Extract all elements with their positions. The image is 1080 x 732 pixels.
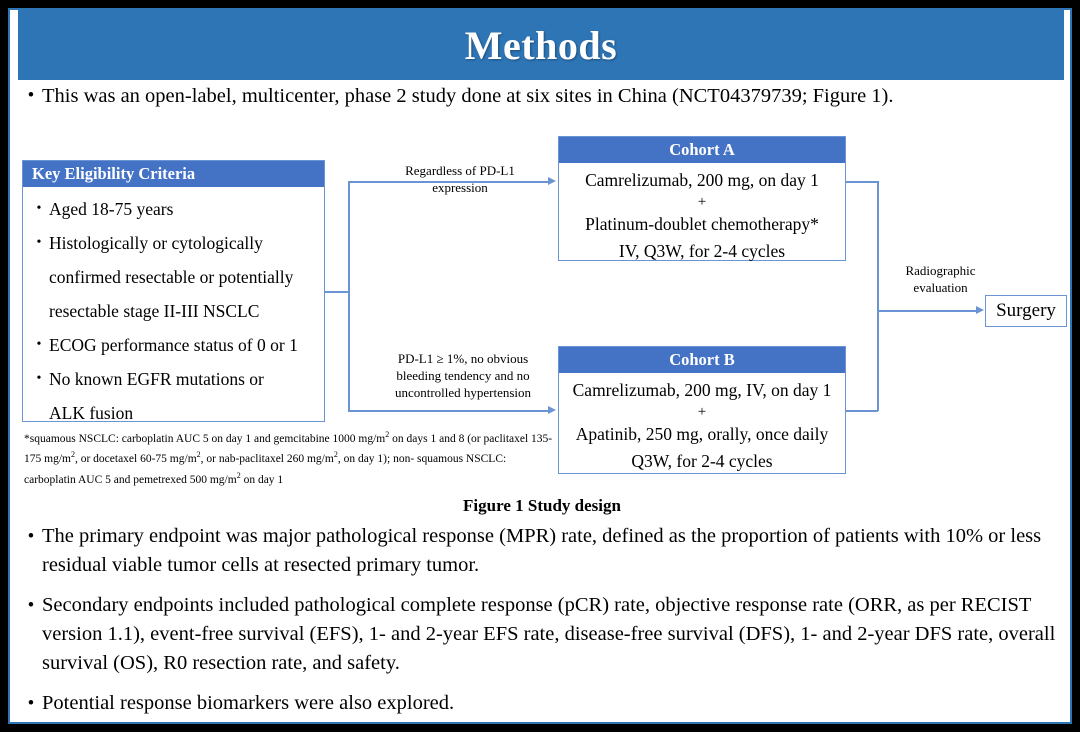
cohort-b-body: Camrelizumab, 200 mg, IV, on day 1 + Apa…: [559, 373, 845, 479]
eligibility-criterion-text: ECOG performance status of 0 or 1: [49, 335, 298, 355]
footnote-line-2d: , on day 1); non-: [337, 453, 415, 466]
footnote-line-1b: on days 1 and 8 (or: [389, 432, 481, 445]
bullet-item: • Potential response biomarkers were also…: [20, 689, 1064, 718]
slide-header-banner: Methods: [18, 10, 1064, 80]
cohort-a-box: Cohort A Camrelizumab, 200 mg, on day 1 …: [558, 136, 846, 261]
bullet-item: • The primary endpoint was major patholog…: [20, 522, 1064, 580]
footnote-line-2a: paclitaxel 135-175 mg/m: [24, 432, 553, 466]
footnote-sup-3: 2: [196, 450, 201, 460]
bottom-bullet-list: • The primary endpoint was major patholog…: [20, 522, 1064, 729]
eligibility-list: • Aged 18-75 years • Histologically or cyto…: [23, 187, 324, 433]
lead-bullet: • This was an open-label, multicenter, p…: [20, 82, 1060, 110]
eligibility-criterion-text: Aged 18-75 years: [49, 199, 174, 219]
connector-trunk-lower: [348, 291, 350, 411]
connector-cohort-b-out: [846, 410, 878, 412]
footnote-line-1a: *squamous NSCLC: carboplatin AUC 5 on da…: [24, 432, 386, 445]
connector-trunk-upper: [348, 181, 350, 292]
bullet-text: Secondary endpoints included pathologica…: [42, 594, 1056, 674]
surgery-label: Surgery: [996, 300, 1056, 321]
cohort-a-line-2: Platinum-doublet chemotherapy*: [585, 214, 819, 234]
cohort-b-box: Cohort B Camrelizumab, 200 mg, IV, on da…: [558, 346, 846, 474]
cohort-b-line-1: Camrelizumab, 200 mg, IV, on day 1: [572, 380, 832, 400]
figure-footnote: *squamous NSCLC: carboplatin AUC 5 on da…: [24, 427, 554, 488]
eligibility-criterion: confirmed resectable or potentially: [29, 261, 318, 293]
eligibility-criteria-box: Key Eligibility Criteria • Aged 18-75 yea…: [22, 160, 325, 423]
bullet-glyph: •: [27, 693, 35, 714]
bullet-item: • Secondary endpoints included pathologic…: [20, 591, 1064, 678]
bullet-glyph: •: [27, 526, 35, 547]
eligibility-criterion: • No known EGFR mutations or: [29, 363, 318, 395]
eligibility-criterion-text: Histologically or cytologically: [49, 233, 263, 253]
bullet-glyph: •: [27, 595, 35, 616]
eligibility-criterion-text: resectable stage II-III NSCLC: [49, 301, 260, 321]
bullet-text: Potential response biomarkers were also …: [42, 692, 455, 714]
bullet-text: The primary endpoint was major pathologi…: [42, 525, 1042, 576]
eligibility-criterion-text: confirmed resectable or potentially: [49, 267, 294, 287]
slide: Methods • This was an open-label, multic…: [8, 8, 1072, 724]
connector-branch-cohort-b: [348, 410, 548, 412]
lead-bullet-text: This was an open-label, multicenter, pha…: [42, 85, 894, 107]
connector-cohort-a-out: [846, 181, 878, 183]
cohort-a-line-1: Camrelizumab, 200 mg, on day 1: [585, 170, 819, 190]
cohort-a-body: Camrelizumab, 200 mg, on day 1 + Platinu…: [559, 163, 845, 269]
footnote-line-2c: , or nab-paclitaxel 260 mg/m: [200, 453, 334, 466]
cohort-a-line-3: IV, Q3W, for 2-4 cycles: [618, 241, 786, 261]
bullet-glyph: •: [27, 85, 35, 106]
footnote-line-3b: on day 1: [240, 473, 284, 486]
cohort-a-header: Cohort A: [559, 137, 845, 163]
bullet-glyph: •: [36, 337, 42, 352]
page-title: Methods: [464, 22, 618, 68]
footnote-line-2b: , or docetaxel 60-75 mg/m: [74, 453, 197, 466]
cohort-b-line-2: Apatinib, 250 mg, orally, once daily: [575, 424, 829, 444]
eligibility-criterion: • ECOG performance status of 0 or 1: [29, 329, 318, 361]
surgery-box: Surgery: [985, 295, 1067, 327]
bullet-glyph: •: [36, 201, 42, 216]
footnote-sup-4: 2: [333, 450, 338, 460]
arrowhead-surgery: [976, 306, 984, 314]
study-design-figure: Key Eligibility Criteria • Aged 18-75 yea…: [10, 122, 1074, 502]
arrowhead-cohort-b: [548, 406, 556, 414]
eligibility-criterion: resectable stage II-III NSCLC: [29, 295, 318, 327]
cohort-b-line-3: Q3W, for 2-4 cycles: [631, 451, 773, 471]
eligibility-criterion-text: No known EGFR mutations or: [49, 369, 264, 389]
eligibility-header: Key Eligibility Criteria: [23, 161, 324, 187]
connector-merge-trunk: [877, 181, 879, 411]
eligibility-criterion: ALK fusion: [29, 397, 318, 429]
footnote-sup-5: 2: [236, 470, 241, 480]
cohort-b-plus: +: [697, 404, 707, 420]
figure-caption: Figure 1 Study design: [463, 496, 621, 515]
footnote-sup-1: 2: [385, 430, 390, 439]
eligibility-criterion: • Aged 18-75 years: [29, 193, 318, 225]
connector-branch-cohort-a: [348, 181, 548, 183]
cohort-a-plus: +: [697, 194, 707, 210]
eligibility-criterion-text: ALK fusion: [49, 403, 134, 423]
footnote-line-3a: squamous NSCLC: carboplatin AUC 5 and pe…: [24, 453, 507, 486]
connector-elig-stub: [325, 291, 349, 293]
cohort-b-header: Cohort B: [559, 347, 845, 373]
arrowhead-cohort-a: [548, 177, 556, 185]
bullet-glyph: •: [36, 235, 42, 250]
eligibility-criterion: • Histologically or cytologically: [29, 227, 318, 259]
connector-to-surgery: [877, 310, 977, 312]
bullet-glyph: •: [36, 371, 42, 386]
footnote-sup-2: 2: [70, 450, 75, 460]
